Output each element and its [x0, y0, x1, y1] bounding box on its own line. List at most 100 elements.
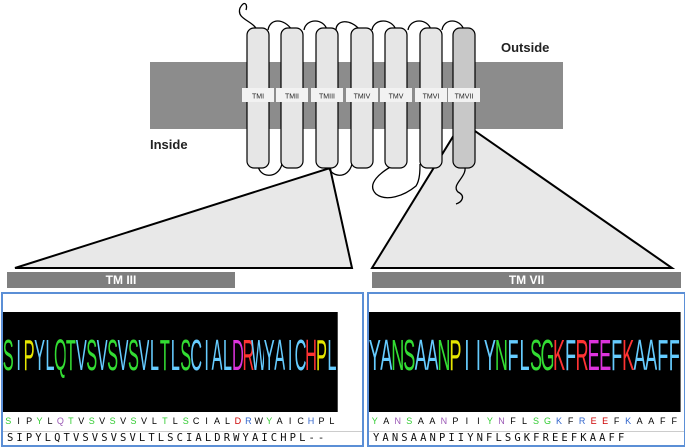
tm3-title-bar: TM III [7, 272, 235, 288]
logo-column [55, 312, 67, 412]
logo-letter: T [66, 332, 76, 381]
logo-letter: A [645, 332, 657, 380]
logo-letter: K [553, 332, 565, 380]
logo-letter: F [565, 332, 576, 380]
logo-column [295, 312, 307, 412]
logo-minor-letter: F [614, 416, 620, 426]
logo-minor-letter: C [193, 416, 200, 426]
logo-letter: R [242, 332, 254, 381]
logo-column [190, 312, 202, 412]
helix-label-bg [415, 88, 447, 102]
tm3-sequence-text: SIPYLQTVSVSVSVLTLSCIALDRWYAICHPL-- [3, 431, 362, 445]
logo-column [633, 312, 647, 412]
logo-letter: N [437, 332, 450, 380]
logo-letter: N [391, 332, 404, 380]
logo-minor-letter: L [152, 416, 157, 426]
logo-column [222, 312, 234, 412]
logo-letter: E [599, 332, 611, 380]
helix-label-bg [380, 88, 412, 102]
logo-minor-letter: C [297, 416, 304, 426]
logo-column [284, 312, 296, 412]
logo-minor-letter: A [648, 416, 654, 426]
logo-column [576, 312, 589, 412]
logo-letter: L [171, 332, 180, 381]
logo-minor-letter: S [5, 416, 11, 426]
logo-letter: Y [34, 332, 45, 381]
logo-letter: V [76, 332, 87, 381]
logo-column [392, 312, 405, 412]
logo-minor-letter: S [89, 416, 95, 426]
helix-label: TMVII [455, 94, 474, 101]
helix-label-bg [346, 88, 378, 102]
logo-column [232, 312, 244, 412]
logo-minor-letter: E [591, 416, 597, 426]
logo-column [23, 312, 35, 412]
logo-letter: I [288, 332, 293, 381]
logo-minor-letter: V [78, 416, 84, 426]
logo-column [553, 312, 566, 412]
logo-minor-letter: E [602, 416, 608, 426]
logo-letter: E [588, 332, 600, 380]
helix-label-bg [311, 88, 343, 102]
logo-minor-letter: S [110, 416, 116, 426]
logo-letter: C [295, 332, 307, 381]
logo-minor-letter: T [68, 416, 74, 426]
logo-letter: S [86, 332, 97, 381]
funnel-left [14, 166, 354, 269]
logo-minor-letter: Y [487, 416, 493, 426]
logo-column [438, 312, 451, 412]
logo-minor-letter: Q [57, 416, 64, 426]
logo-column [587, 312, 600, 412]
logo-minor-letter: A [429, 416, 435, 426]
logo-column [211, 312, 223, 412]
tm7-title-bar: TM VII [372, 272, 681, 288]
logo-minor-letter: K [556, 416, 562, 426]
inside-label: Inside [150, 137, 188, 152]
logo-column [645, 312, 658, 412]
tm3-logo-graphic: SSIIPPYYLLQQTTVVSSVVSSVVSSVVLLTTLLSSCCII… [3, 312, 338, 426]
logo-minor-letter: I [205, 416, 208, 426]
logo-column [316, 312, 328, 412]
logo-minor-letter: A [277, 416, 283, 426]
logo-letter: P [24, 332, 35, 381]
logo-letter: F [669, 332, 680, 380]
logo-letter: C [190, 332, 202, 381]
logo-column [507, 312, 520, 412]
logo-letter: G [541, 332, 555, 380]
logo-column [380, 312, 393, 412]
logo-column [96, 312, 109, 412]
logo-minor-letter: N [498, 416, 505, 426]
logo-minor-letter: H [308, 416, 315, 426]
logo-letter: L [45, 332, 54, 381]
logo-letter: N [495, 332, 508, 380]
logo-minor-letter: N [395, 416, 402, 426]
logo-minor-letter: F [660, 416, 666, 426]
logo-letter: L [150, 332, 159, 381]
logo-letter: S [3, 332, 14, 381]
logo-column [461, 312, 474, 412]
logo-minor-letter: R [579, 416, 586, 426]
logo-letter: Q [54, 332, 67, 381]
funnel-right [370, 120, 676, 269]
logo-column [76, 312, 88, 412]
logo-column [107, 312, 119, 412]
logo-column [13, 312, 25, 412]
logo-letter: A [634, 332, 646, 380]
logo-letter: S [403, 332, 415, 380]
logo-minor-letter: A [418, 416, 424, 426]
logo-letter: K [622, 332, 634, 380]
helix-label: TMI [252, 94, 264, 101]
logo-letter: P [316, 332, 327, 381]
logo-column [264, 312, 276, 412]
logo-minor-letter: P [318, 416, 324, 426]
logo-minor-letter: V [99, 416, 105, 426]
logo-minor-letter: W [255, 416, 264, 426]
logo-minor-letter: N [441, 416, 448, 426]
logo-column [495, 312, 508, 412]
logo-minor-letter: Y [266, 416, 272, 426]
logo-minor-letter: I [289, 416, 292, 426]
logo-minor-letter: V [141, 416, 147, 426]
